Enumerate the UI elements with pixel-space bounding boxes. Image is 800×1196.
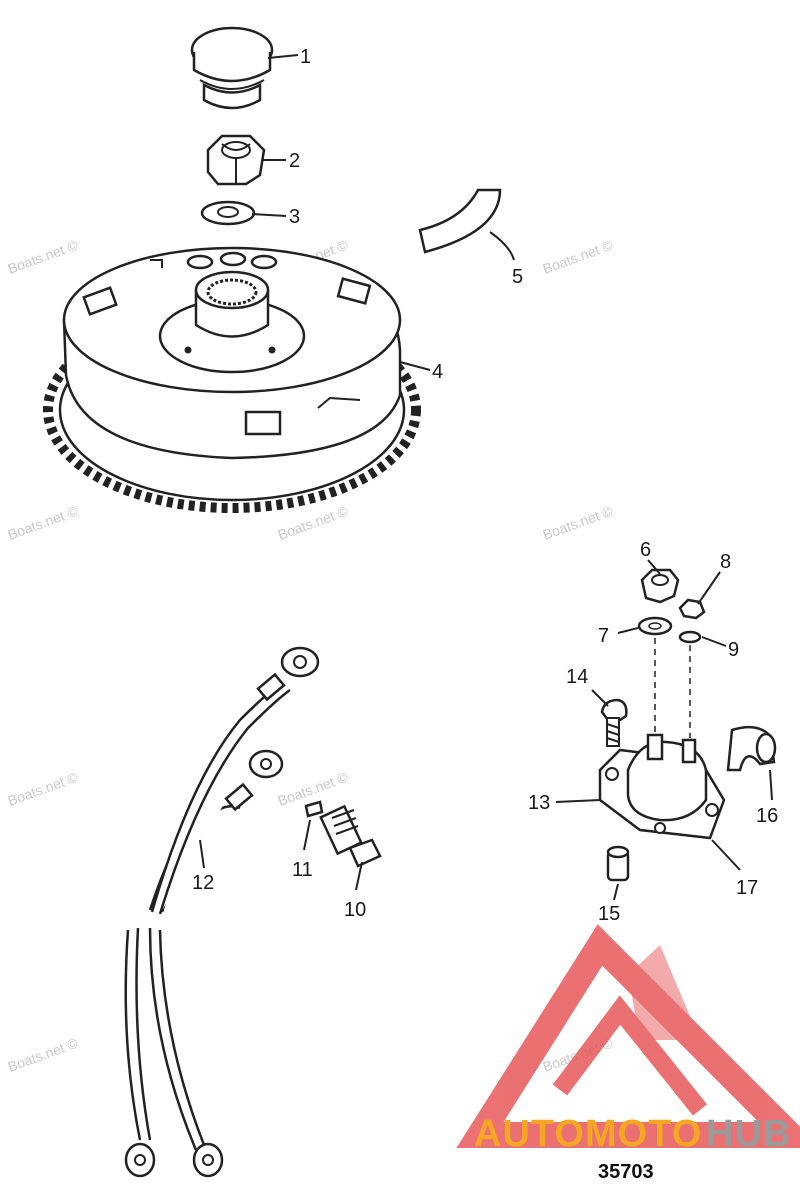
- watermark-text: Boats.net ©: [6, 768, 81, 808]
- callout-17: 17: [736, 877, 758, 899]
- part-2-nut: [206, 134, 266, 186]
- callout-labels: 1 2 3 4 5 6 7 8 9 10 11 12 13 14 15 16 1…: [192, 46, 778, 925]
- callout-7: 7: [598, 625, 609, 647]
- watermark-text: Boats.net ©: [276, 502, 351, 542]
- watermark-text: Boats.net ©: [541, 236, 616, 276]
- callout-4: 4: [432, 361, 443, 383]
- part-13-solenoid: [598, 733, 726, 840]
- watermark-text: Boats.net ©: [541, 502, 616, 542]
- logo-text-automoto: AUTOMOTO: [474, 1113, 702, 1155]
- logo-text-hub: HUB: [706, 1113, 791, 1155]
- watermark-text: Boats.net ©: [6, 236, 81, 276]
- part-11-clip: [304, 800, 324, 818]
- part-12-cable-upper: [148, 646, 320, 915]
- callout-15: 15: [598, 903, 620, 925]
- part-7-lock-washer: [637, 616, 673, 636]
- part-10-bolt: [319, 804, 382, 868]
- callout-11: 11: [292, 859, 313, 881]
- callout-8: 8: [720, 551, 731, 573]
- brand-logo: AUTOMOTO HUB: [474, 1113, 791, 1155]
- part-5-key: [418, 188, 502, 254]
- watermark-text: Boats.net ©: [6, 1034, 81, 1074]
- callout-2: 2: [289, 150, 300, 172]
- part-15-sleeve: [606, 845, 630, 882]
- callout-10: 10: [344, 899, 366, 921]
- part-3-washer: [200, 200, 256, 226]
- logo-triangle: [456, 924, 800, 1148]
- callout-13: 13: [528, 792, 550, 814]
- part-1-cap: [190, 26, 274, 110]
- callout-16: 16: [756, 805, 778, 827]
- part-8-nut: [678, 598, 706, 620]
- callout-3: 3: [289, 206, 300, 228]
- callout-5: 5: [512, 266, 523, 288]
- callout-6: 6: [640, 539, 651, 561]
- callout-9: 9: [728, 639, 739, 661]
- callout-1: 1: [300, 46, 311, 68]
- watermark-text: Boats.net ©: [6, 502, 81, 542]
- part-6-nut: [640, 568, 680, 604]
- figure-number: 35703: [598, 1161, 654, 1183]
- callout-14: 14: [566, 666, 588, 688]
- leader-lines: [199, 54, 773, 901]
- part-4-flywheel: [43, 246, 421, 513]
- part-12-cable-lower: [124, 927, 224, 1178]
- part-14-screw: [600, 698, 628, 747]
- part-16-boot: [726, 725, 777, 772]
- part-9-washer: [678, 630, 702, 644]
- callout-12: 12: [192, 872, 214, 894]
